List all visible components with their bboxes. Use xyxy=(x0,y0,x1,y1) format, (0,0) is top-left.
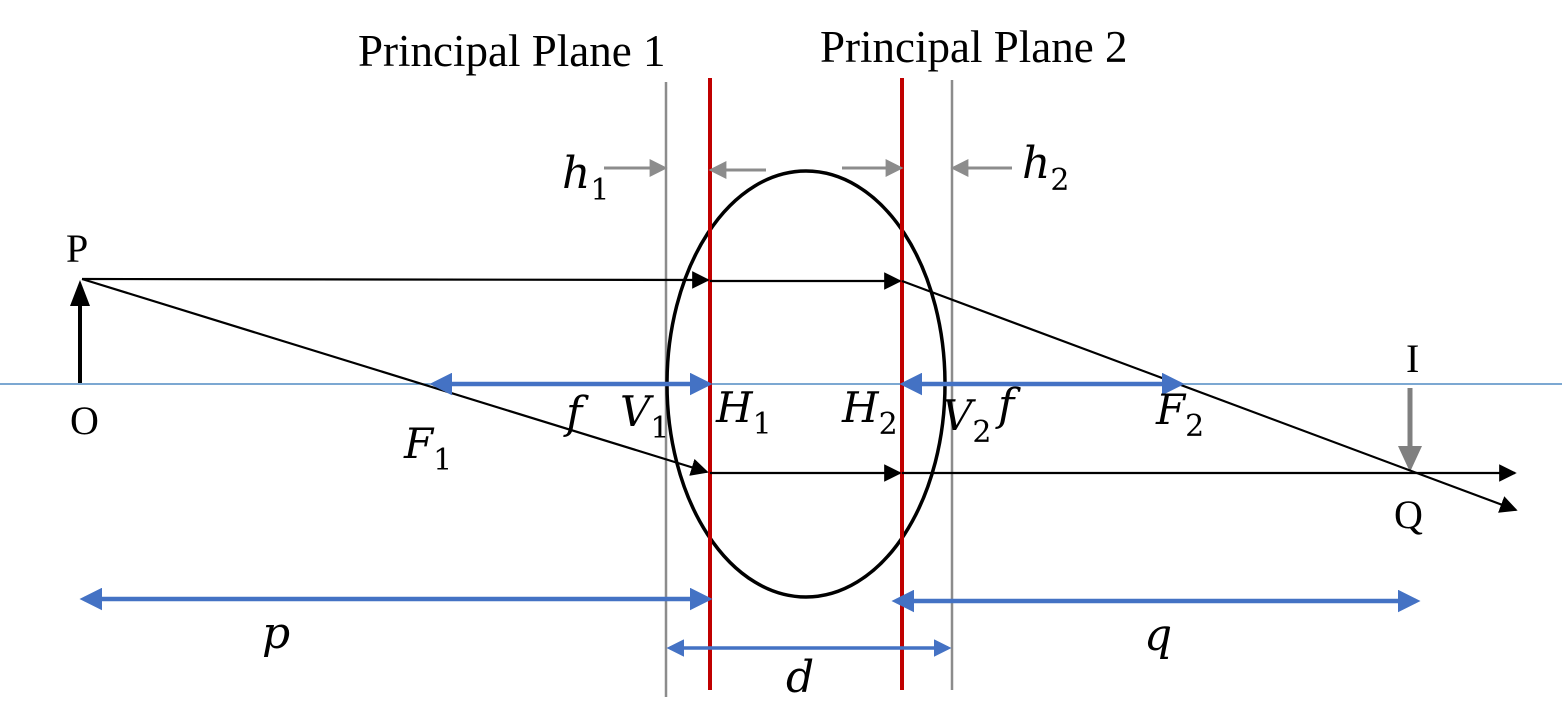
label-V1: V1 xyxy=(620,387,669,446)
label-h2: h2 xyxy=(1022,138,1069,198)
label-F1: F1 xyxy=(403,419,452,478)
label-V2: V2 xyxy=(942,391,991,450)
label-P: P xyxy=(66,226,88,271)
label-d: d xyxy=(786,652,814,703)
label-H2: H2 xyxy=(841,383,898,442)
label-q: q xyxy=(1144,610,1172,661)
label-f-right: f xyxy=(995,380,1021,431)
principal-plane-1-heading: Principal Plane 1 xyxy=(358,26,665,76)
label-I: I xyxy=(1406,336,1419,381)
label-Q: Q xyxy=(1394,492,1423,537)
label-O: O xyxy=(70,398,99,443)
label-f-left: f xyxy=(563,388,589,439)
label-F2: F2 xyxy=(1155,385,1204,444)
ray-parallel-out xyxy=(901,279,1518,513)
principal-plane-2-heading: Principal Plane 2 xyxy=(820,22,1127,72)
label-H1: H1 xyxy=(715,383,772,442)
label-h1: h1 xyxy=(562,148,609,208)
ray-parallel-in xyxy=(81,271,710,289)
image-arrow-head xyxy=(1398,446,1422,472)
label-p: p xyxy=(262,608,290,659)
ray-focal-in xyxy=(81,277,709,476)
object-arrow-head xyxy=(70,280,90,306)
